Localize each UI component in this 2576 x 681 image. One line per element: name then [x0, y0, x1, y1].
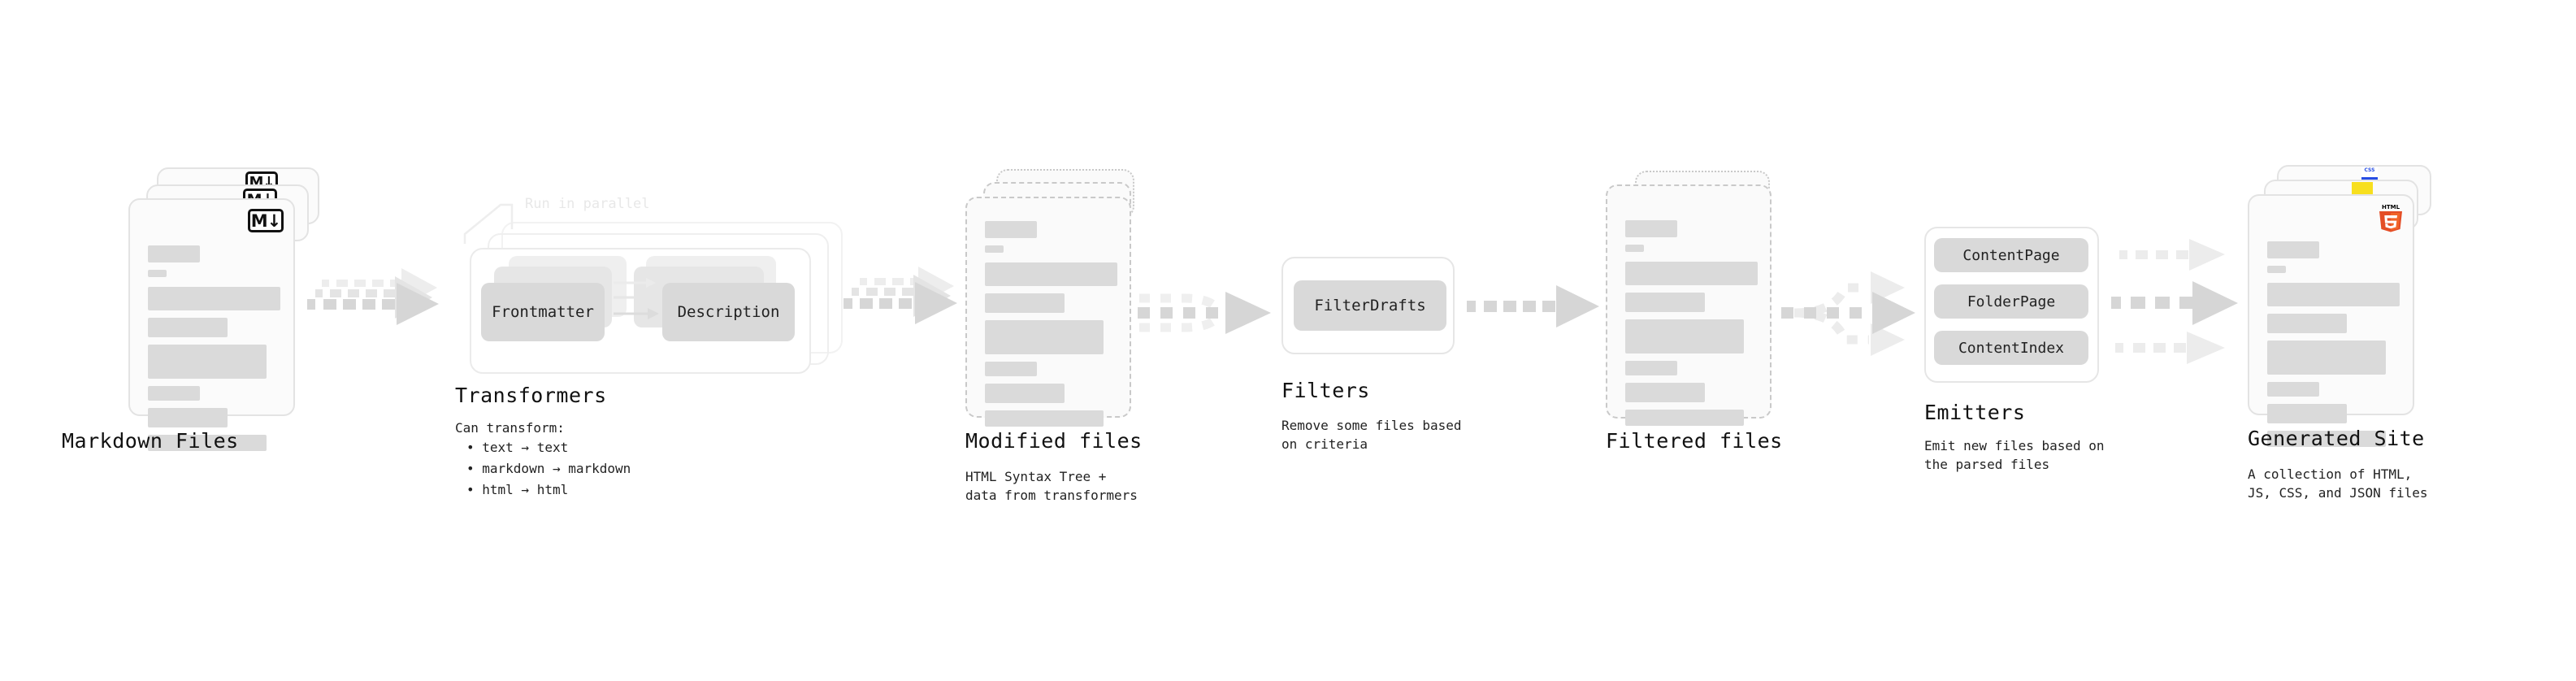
generated-site-skeleton [2267, 241, 2400, 454]
transformer-node-description[interactable]: Description [662, 283, 795, 341]
skeleton-line [1625, 245, 1644, 252]
skeleton-line [985, 362, 1037, 376]
javascript-badge [2352, 182, 2373, 195]
transformers-bullet-0: • text → text [466, 440, 569, 455]
skeleton-line [148, 435, 267, 451]
skeleton-line [1625, 262, 1758, 285]
filtered-file-card-front [1606, 184, 1772, 426]
transformers-title: Transformers [455, 384, 607, 407]
skeleton-line [148, 245, 200, 262]
skeleton-line [985, 384, 1065, 403]
emitter-node-contentindex[interactable]: ContentIndex [1934, 331, 2088, 365]
generated-site-title: Generated Site [2248, 427, 2425, 450]
skeleton-line [985, 293, 1065, 313]
filtered-files-title: Filtered files [1606, 429, 1783, 453]
skeleton-line [1625, 319, 1744, 354]
arrow-transformers-to-modified [829, 267, 975, 358]
filters-subtitle: Remove some files based on criteria [1281, 418, 1462, 453]
transformer-inner-arrows [614, 275, 670, 348]
filtered-file-skeleton [1625, 220, 1758, 433]
run-in-parallel-note: Run in parallel [525, 196, 650, 212]
markdown-badge-front: M↓ [248, 209, 284, 232]
skeleton-line [985, 320, 1104, 354]
skeleton-line [985, 262, 1117, 286]
skeleton-line [985, 245, 1004, 253]
skeleton-line [148, 287, 280, 310]
emitter-node-folderpage[interactable]: FolderPage [1934, 284, 2088, 319]
skeleton-line [1625, 383, 1705, 402]
skeleton-line [1625, 410, 1744, 426]
skeleton-line [2267, 382, 2319, 397]
arrow-filters-to-filtered [1467, 276, 1599, 341]
skeleton-line [2267, 314, 2347, 333]
skeleton-line [2267, 241, 2319, 258]
html5-badge: HTML [2377, 202, 2405, 233]
run-in-parallel-leader [463, 193, 569, 249]
skeleton-line [2267, 431, 2386, 447]
skeleton-line [148, 270, 167, 277]
arrow-emitters-to-site [2111, 228, 2257, 382]
skeleton-line [2267, 404, 2347, 423]
filter-node-filterdrafts[interactable]: FilterDrafts [1294, 280, 1446, 331]
css-badge: CSS [2361, 167, 2378, 180]
skeleton-line [148, 345, 267, 379]
transformers-bullet-1: • markdown → markdown [466, 461, 631, 476]
skeleton-line [2267, 266, 2286, 273]
transformers-bullet-2: • html → html [466, 482, 569, 497]
skeleton-line [2267, 340, 2386, 375]
markdown-file-skeleton [148, 245, 280, 458]
generated-site-card-front: HTML [2248, 194, 2414, 447]
skeleton-line [2267, 283, 2400, 306]
skeleton-line [1625, 361, 1677, 375]
skeleton-line [985, 410, 1104, 427]
transformers-bullet-1-text: markdown → markdown [482, 461, 631, 476]
modified-files-subtitle: HTML Syntax Tree + data from transformer… [965, 469, 1138, 504]
transformer-node-frontmatter[interactable]: Frontmatter [481, 283, 605, 341]
skeleton-line [985, 221, 1037, 238]
arrow-modified-to-filters [1134, 264, 1285, 362]
svg-text:HTML: HTML [2382, 204, 2400, 210]
modified-file-skeleton [985, 221, 1117, 434]
emitters-title: Emitters [1924, 401, 2026, 424]
generated-site-subtitle: A collection of HTML, JS, CSS, and JSON … [2248, 466, 2428, 501]
arrow-markdown-to-transformers [307, 268, 453, 358]
filters-title: Filters [1281, 379, 1370, 402]
transformers-bullet-2-text: html → html [482, 482, 569, 497]
emitters-subtitle: Emit new files based on the parsed files [1924, 438, 2105, 473]
skeleton-line [148, 318, 228, 337]
arrow-filtered-to-emitters [1781, 236, 1932, 390]
modified-files-title: Modified files [965, 429, 1143, 453]
markdown-file-card-front: M↓ [128, 198, 295, 451]
skeleton-line [1625, 220, 1677, 237]
transformers-bullet-0-text: text → text [482, 440, 569, 455]
skeleton-line [148, 386, 200, 401]
skeleton-line [148, 408, 228, 427]
skeleton-line [1625, 293, 1705, 312]
emitter-node-contentpage[interactable]: ContentPage [1934, 238, 2088, 272]
markdown-files-title: Markdown Files [62, 429, 239, 453]
transformers-subtitle: Can transform: [455, 420, 565, 436]
modified-file-card-front [965, 197, 1131, 427]
